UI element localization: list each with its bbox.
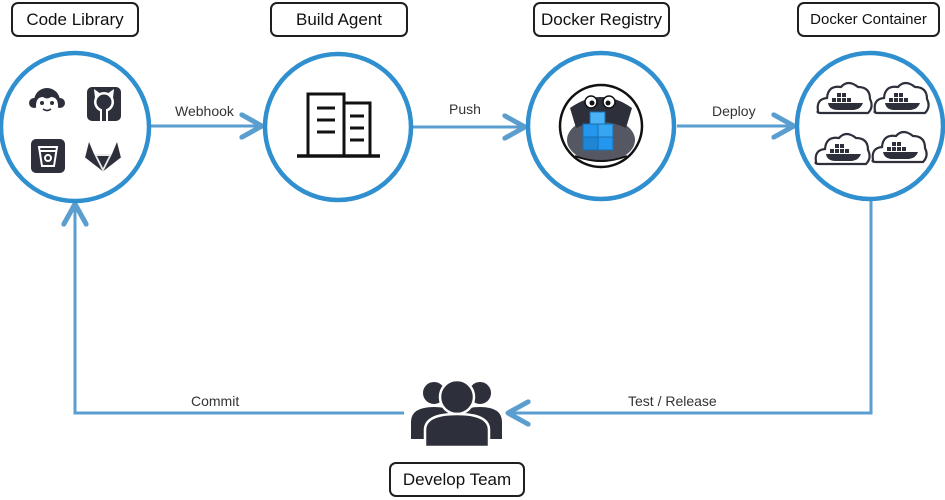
github-icon [87,87,121,121]
docker-cloud-icon [814,132,871,166]
monkey-icon [29,88,65,116]
commit-arrow [75,204,404,415]
test-release-arrow [508,198,873,413]
connectors [75,126,873,415]
build-agent-circle [262,51,414,203]
docker-registry-title: Docker Registry [533,2,670,37]
code-library-icons [29,87,122,173]
test-release-label: Test / Release [628,393,717,409]
docker-container-title: Docker Container [797,2,940,37]
commit-label: Commit [191,393,240,409]
code-library-title: Code Library [11,2,139,37]
registry-crab-icon [558,83,644,169]
docker-container-icons [814,81,930,166]
webhook-label: Webhook [175,103,234,119]
build-agent-title: Build Agent [270,2,408,37]
deploy-label: Deploy [712,103,756,119]
gitlab-icon [84,142,122,173]
docker-cloud-icon [816,81,873,115]
team-icon [409,378,504,449]
docker-cloud-icon [873,81,930,115]
building-icon [297,92,380,158]
develop-team-title: Develop Team [389,462,525,497]
docker-container-circle [794,50,945,202]
bitbucket-icon [31,139,65,173]
push-label: Push [449,101,481,117]
code-library-circle [0,50,152,204]
docker-cloud-icon [871,130,928,164]
